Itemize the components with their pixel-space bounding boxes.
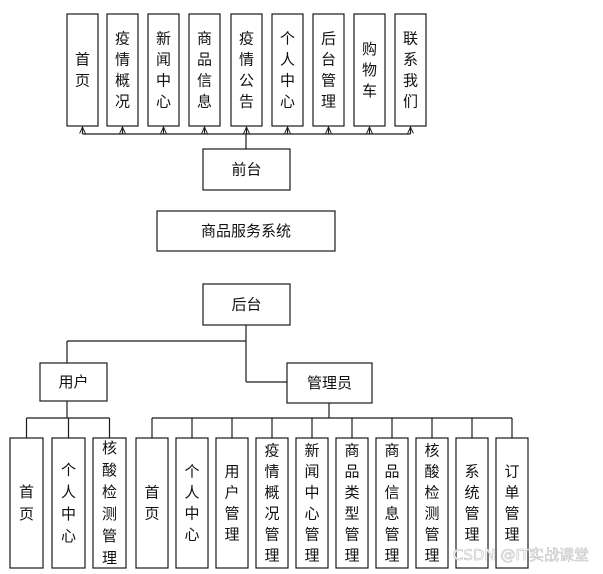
admin-module-7-label: 核酸检测管理 — [424, 442, 439, 565]
front-node: 前台 — [202, 148, 291, 191]
front-module-1-box — [106, 13, 139, 127]
admin-module-8-box — [455, 437, 489, 569]
root-node: 商品服务系统 — [156, 210, 336, 252]
admin-module-5: 商品类型管理 — [335, 437, 369, 569]
admin-module-2-label: 用户管理 — [224, 463, 239, 544]
csdn-watermark: CSDN @IT实战课堂 — [453, 546, 589, 564]
front-module-8-label: 联系我们 — [403, 30, 418, 111]
admin-module-5-label: 商品类型管理 — [344, 442, 359, 565]
admin-node: 管理员 — [286, 362, 373, 404]
admin-module-0: 首页 — [135, 437, 169, 569]
user-node-label: 用户 — [58, 373, 88, 391]
back-node: 后台 — [202, 283, 291, 326]
front-module-7-label: 购物车 — [362, 40, 377, 100]
back-node-box — [202, 283, 291, 326]
admin-module-8: 系统管理 — [455, 437, 489, 569]
admin-module-6-box — [375, 437, 409, 569]
user-node: 用户 — [39, 362, 108, 402]
user-module-1: 个人中心 — [51, 437, 86, 569]
admin-module-1: 个人中心 — [175, 437, 209, 569]
user-node-box — [39, 362, 108, 402]
front-module-5: 个人中心 — [271, 13, 304, 127]
admin-module-4: 新闻中心管理 — [295, 437, 329, 569]
admin-module-2-box — [215, 437, 249, 569]
front-module-6-box — [312, 13, 345, 127]
front-module-1-label: 疫情概况 — [115, 30, 130, 111]
admin-module-0-box — [135, 437, 169, 569]
front-module-7: 购物车 — [353, 13, 386, 127]
front-module-0: 首页 — [66, 13, 99, 127]
user-module-1-box — [51, 437, 86, 569]
admin-module-9-box — [495, 437, 529, 569]
root-node-box — [156, 210, 336, 252]
admin-module-3: 疫情概况管理 — [255, 437, 289, 569]
front-module-6: 后台管理 — [312, 13, 345, 127]
front-module-0-box — [66, 13, 99, 127]
admin-node-box — [286, 362, 373, 404]
front-module-2: 新闻中心 — [147, 13, 180, 127]
admin-node-label: 管理员 — [307, 374, 352, 392]
admin-module-6-label: 商品信息管理 — [384, 442, 399, 565]
admin-module-1-label: 个人中心 — [184, 463, 199, 544]
admin-module-6: 商品信息管理 — [375, 437, 409, 569]
admin-module-7-box — [415, 437, 449, 569]
front-module-4-label: 疫情公告 — [239, 30, 254, 111]
front-module-5-box — [271, 13, 304, 127]
front-module-7-box — [353, 13, 386, 127]
front-module-2-box — [147, 13, 180, 127]
user-module-0-box — [9, 437, 44, 569]
front-module-1: 疫情概况 — [106, 13, 139, 127]
front-module-3-label: 商品信息 — [197, 30, 212, 111]
admin-module-3-label: 疫情概况管理 — [264, 442, 279, 565]
front-module-8: 联系我们 — [394, 13, 427, 127]
front-module-6-label: 后台管理 — [321, 30, 336, 111]
front-module-4-box — [230, 13, 263, 127]
connector-lines — [25, 127, 513, 438]
user-module-0: 首页 — [9, 437, 44, 569]
admin-module-7: 核酸检测管理 — [415, 437, 449, 569]
admin-module-5-box — [335, 437, 369, 569]
admin-module-3-box — [255, 437, 289, 569]
admin-module-9: 订单管理 — [495, 437, 529, 569]
diagram-nodes: 首页疫情概况新闻中心商品信息疫情公告个人中心后台管理购物车联系我们前台商品服务系… — [9, 13, 529, 569]
admin-module-0-label: 首页 — [144, 484, 159, 523]
user-module-1-label: 个人中心 — [61, 461, 76, 545]
user-module-2-label: 核酸检测管理 — [102, 439, 117, 567]
admin-module-4-label: 新闻中心管理 — [304, 442, 319, 565]
user-module-2-box — [92, 437, 127, 569]
front-module-2-label: 新闻中心 — [156, 30, 171, 111]
user-module-0-label: 首页 — [19, 483, 34, 523]
user-module-2: 核酸检测管理 — [92, 437, 127, 569]
front-module-8-box — [394, 13, 427, 127]
back-node-label: 后台 — [231, 296, 261, 314]
front-node-box — [202, 148, 291, 191]
front-module-3-box — [188, 13, 221, 127]
front-node-label: 前台 — [231, 161, 261, 179]
front-module-3: 商品信息 — [188, 13, 221, 127]
root-node-label: 商品服务系统 — [201, 222, 291, 240]
admin-module-9-label: 订单管理 — [504, 463, 519, 544]
front-module-5-label: 个人中心 — [280, 30, 295, 111]
admin-module-1-box — [175, 437, 209, 569]
watermark-layer: CSDN @IT实战课堂 — [453, 546, 590, 565]
admin-module-8-label: 系统管理 — [464, 463, 479, 544]
admin-module-4-box — [295, 437, 329, 569]
front-module-0-label: 首页 — [75, 51, 90, 90]
front-module-4: 疫情公告 — [230, 13, 263, 127]
admin-module-2: 用户管理 — [215, 437, 249, 569]
